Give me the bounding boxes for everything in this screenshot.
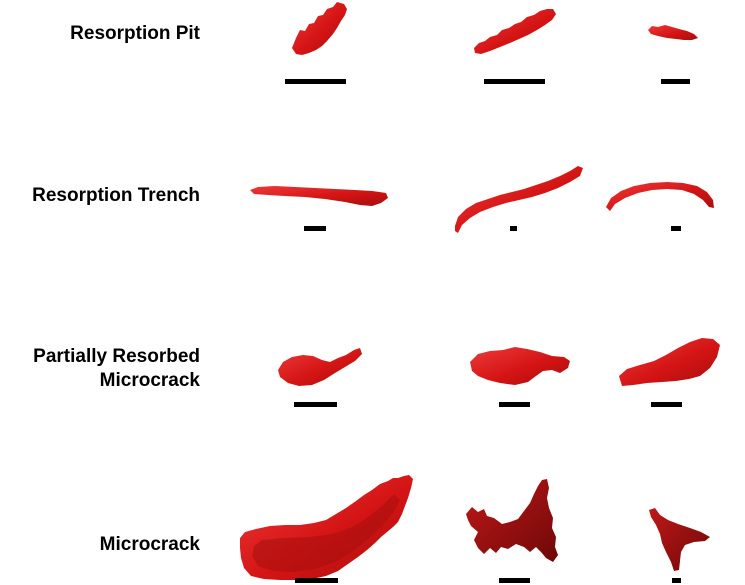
scale-bar — [499, 578, 530, 583]
scale-bar — [484, 79, 545, 84]
scale-bar — [294, 402, 337, 407]
scale-bar — [510, 226, 517, 231]
row-label-line: Microcrack — [99, 370, 200, 391]
scale-bar — [499, 402, 530, 407]
partially-resorbed-microcrack-specimen-3 — [619, 338, 720, 386]
scale-bar — [672, 578, 681, 583]
microcrack-specimen-2 — [466, 479, 558, 562]
resorption-trench-specimen-3 — [606, 182, 714, 211]
microcrack-specimen-3 — [649, 508, 710, 571]
partially-resorbed-microcrack-specimen-1 — [278, 348, 362, 386]
scale-bar — [295, 578, 338, 583]
resorption-pit-specimen-3 — [648, 25, 698, 40]
resorption-trench-specimen-1 — [250, 186, 388, 206]
resorption-pit-specimen-1 — [292, 2, 347, 55]
resorption-trench-specimen-2 — [455, 166, 583, 233]
partially-resorbed-microcrack-specimen-2 — [470, 347, 570, 385]
scale-bar — [304, 226, 326, 231]
scale-bar — [651, 402, 682, 407]
row-label-microcrack: Microcrack — [100, 533, 200, 557]
resorption-pit-specimen-2 — [474, 9, 556, 54]
scale-bar — [671, 226, 681, 231]
scale-bar — [661, 79, 690, 84]
row-label-resorption-pit: Resorption Pit — [70, 22, 200, 46]
row-label-line: Resorption Trench — [32, 185, 200, 206]
microcrack-specimen-1-shadow — [252, 494, 400, 572]
row-label-partially-resorbed-microcrack: Partially Resorbed Microcrack — [33, 345, 200, 393]
row-label-line: Resorption Pit — [70, 23, 200, 44]
row-label-line: Microcrack — [99, 534, 200, 555]
row-label-resorption-trench: Resorption Trench — [32, 184, 200, 208]
row-label-line: Partially Resorbed — [33, 346, 200, 367]
scale-bar — [285, 79, 346, 84]
